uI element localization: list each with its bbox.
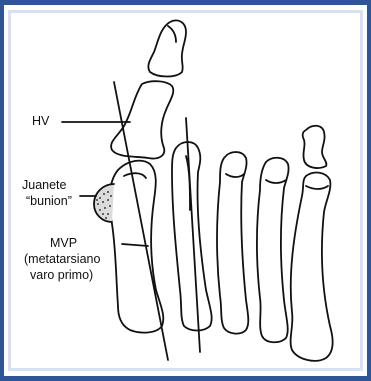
bunion-bump xyxy=(94,184,114,222)
third-metatarsal xyxy=(217,152,248,334)
fifth-toe-distal xyxy=(303,126,327,168)
mvp-leader-line xyxy=(122,244,148,246)
second-metatarsal xyxy=(172,142,212,331)
mvp-label-line2: (metatarsiano xyxy=(24,252,100,267)
third-toe-joint xyxy=(226,174,244,177)
fifth-toe-joint xyxy=(306,186,328,189)
fifth-metatarsal xyxy=(291,173,333,361)
bunion-label-line2: “bunion” xyxy=(26,194,72,209)
mvp-label-line3: varo primo) xyxy=(30,268,93,283)
great-toe-proximal-phalanx xyxy=(111,81,173,158)
great-toe-nail-line xyxy=(168,26,176,42)
fourth-toe-joint xyxy=(266,180,286,183)
bunion-label-line1: Juanete xyxy=(22,178,66,193)
mvp-label-line1: MVP xyxy=(50,236,77,251)
first-metatarsal-head-line xyxy=(124,173,146,178)
second-toe-axis-line xyxy=(186,118,200,352)
great-toe-distal-phalanx xyxy=(148,20,186,76)
hv-label: HV xyxy=(32,114,49,129)
first-metatarsal xyxy=(110,161,164,333)
great-toe-axis-line xyxy=(114,82,168,360)
fourth-metatarsal xyxy=(257,158,289,343)
